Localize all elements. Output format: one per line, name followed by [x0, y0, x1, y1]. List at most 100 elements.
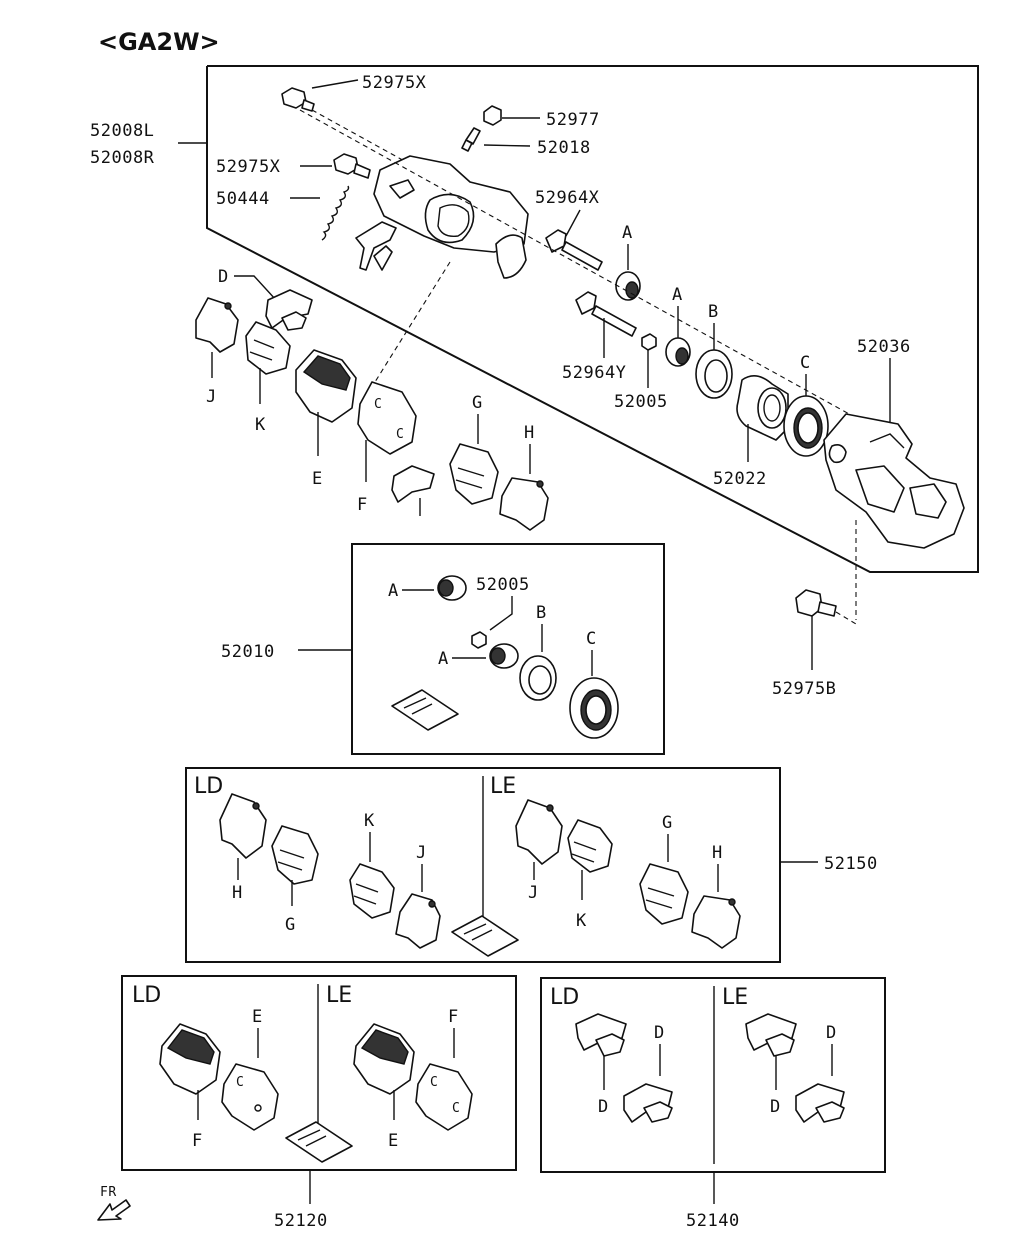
kit-52010-boot-top-part — [437, 575, 467, 601]
kit-52140-le-letter-1: D — [826, 1023, 837, 1043]
kit-52140-ld-shim-upper-part — [575, 1013, 627, 1057]
kit-52140-box — [540, 977, 886, 1173]
shim-d-lower-part — [391, 465, 435, 516]
shim-g-part — [449, 443, 499, 505]
label-seal-b: B — [708, 302, 719, 322]
kit-52150-le-tag: LE — [490, 774, 516, 799]
page-title: <GA2W> — [98, 28, 220, 56]
caliper-body-part — [355, 155, 529, 279]
boot-a-upper-part — [615, 271, 641, 301]
mount-bolt-part — [795, 589, 837, 617]
kit-52010-bushing-part — [471, 631, 487, 649]
kit-52120-le-letter-0: F — [448, 1007, 459, 1027]
svg-text:C: C — [430, 1075, 438, 1090]
label-caliper-left: 52008L — [90, 121, 154, 141]
guide-pin-lower-part — [575, 291, 637, 337]
svg-text:C: C — [236, 1075, 244, 1090]
kit-52120-le-pad-e-part — [353, 1023, 415, 1095]
seal-c-part — [783, 395, 829, 457]
label-shim-d: D — [218, 267, 229, 287]
label-kit-52010: 52010 — [221, 642, 275, 662]
kit-52150-le-shim-h-part — [691, 895, 741, 949]
kit-52150-le-shim-k-part — [567, 819, 613, 873]
label-shim-g: G — [472, 393, 483, 413]
kit-52010-seal-c-part — [569, 677, 619, 739]
kit-52150-ld-shim-k-part — [349, 863, 395, 919]
kit-52150-grease-pack-part — [451, 915, 519, 957]
label-cap: 52977 — [546, 110, 600, 130]
kit-52150-le-shim-g-part — [639, 863, 689, 925]
front-arrow-icon — [97, 1199, 131, 1221]
bracket-part — [823, 413, 965, 549]
label-shim-j: J — [206, 387, 217, 407]
seal-b-part — [695, 349, 733, 399]
kit-52120-le-tag: LE — [326, 983, 352, 1008]
bolt-top-part — [281, 87, 315, 112]
label-bracket: 52036 — [857, 337, 911, 357]
shim-h-part — [499, 477, 549, 531]
kit-52150-ld-letter-4: J — [416, 843, 427, 863]
kit-52120-ld-letter-0: E — [252, 1007, 263, 1027]
shim-d-part — [265, 289, 313, 331]
kit-52120-grease-pack-part — [285, 1121, 353, 1163]
kit-52120-le-letter-1: E — [388, 1131, 399, 1151]
spring-part — [321, 185, 350, 241]
svg-text:C: C — [452, 1101, 460, 1116]
shim-j-part — [195, 297, 239, 353]
kit-52150-le-letter-1: J — [528, 883, 539, 903]
bushing-part — [641, 333, 657, 351]
kit-52120-le-pad-f-part: C C — [415, 1063, 473, 1131]
kit-52140-le-shim-upper-part — [745, 1013, 797, 1057]
shim-k-part — [245, 321, 291, 375]
label-pad-f: F — [357, 495, 368, 515]
main-assembly-frame — [206, 65, 979, 573]
kit-52140-ld-letter-0: D — [598, 1097, 609, 1117]
kit-52010-label-bushing: 52005 — [476, 575, 530, 595]
kit-52120-ld-pad-e-part: C — [221, 1063, 279, 1131]
kit-52150-ld-tag: LD — [194, 774, 223, 799]
boot-a-lower-part — [665, 337, 691, 367]
kit-52150-ld-shim-j-part — [395, 893, 441, 949]
kit-52010-seal-b-part — [519, 655, 557, 701]
label-bolt-top: 52975X — [362, 73, 427, 93]
label-pin-upper: 52964X — [535, 188, 600, 208]
kit-52150-ld-shim-h-part — [219, 793, 267, 859]
pad-e-part — [295, 349, 357, 423]
bleeder-cap-part — [483, 105, 502, 126]
svg-text:C: C — [396, 427, 404, 442]
kit-52150-ld-letter-1: H — [232, 883, 243, 903]
kit-52150-le-shim-j-part — [515, 799, 563, 865]
direction-label: FR — [100, 1185, 117, 1200]
kit-52150-ld-shim-g-part — [271, 825, 319, 885]
kit-52120-box — [121, 975, 517, 1171]
piston-part — [736, 375, 789, 441]
label-boot-a2: A — [672, 285, 683, 305]
label-shim-k: K — [255, 415, 266, 435]
label-mount-bolt: 52975B — [772, 679, 836, 699]
kit-52010-letter-b: B — [536, 603, 547, 623]
kit-52150-ld-letter-3: K — [364, 811, 375, 831]
kit-52150-le-letter-2: K — [576, 911, 587, 931]
kit-52140-ld-tag: LD — [550, 985, 579, 1010]
label-piston: 52022 — [713, 469, 767, 489]
kit-52120-ld-pad-f-part — [159, 1023, 221, 1095]
bolt-mid-part — [333, 153, 371, 179]
label-seal-c: C — [800, 353, 811, 373]
label-kit-52150: 52150 — [824, 854, 878, 874]
label-bushing: 52005 — [614, 392, 668, 412]
kit-52140-le-shim-lower-part — [795, 1083, 845, 1123]
kit-52010-letter-a-bottom: A — [438, 649, 449, 669]
label-pad-e: E — [312, 469, 323, 489]
label-shim-h: H — [524, 423, 535, 443]
label-boot-a1: A — [622, 223, 633, 243]
kit-52150-ld-letter-2: G — [285, 915, 296, 935]
label-kit-52120: 52120 — [274, 1211, 328, 1231]
kit-52150-le-letter-3: G — [662, 813, 673, 833]
label-spring: 50444 — [216, 189, 270, 209]
kit-52150-le-letter-4: H — [712, 843, 723, 863]
label-kit-52140: 52140 — [686, 1211, 740, 1231]
pad-f-part: C C — [357, 381, 417, 455]
kit-52150-box — [185, 767, 781, 963]
label-bolt-mid: 52975X — [216, 157, 281, 177]
